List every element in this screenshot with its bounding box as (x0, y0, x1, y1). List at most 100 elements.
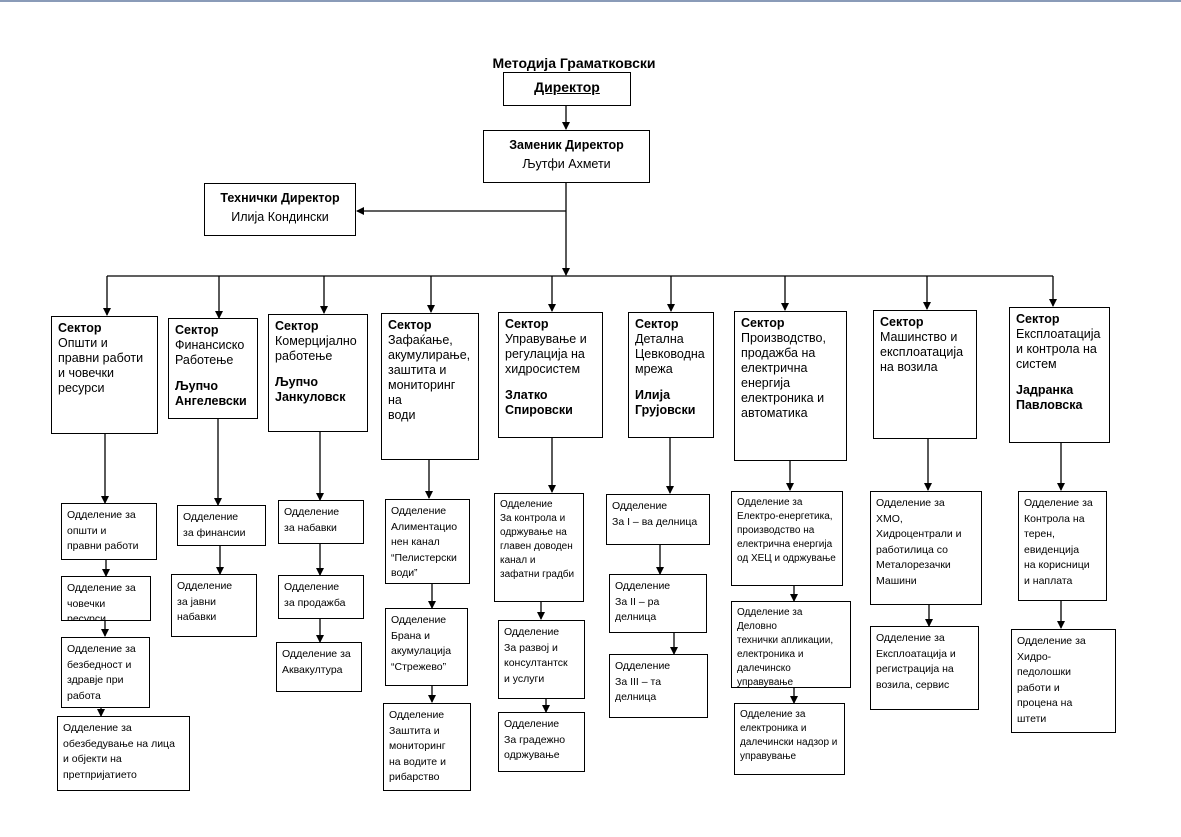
dept-line: Одделение за (282, 648, 351, 660)
dept-line: акумулација (391, 645, 452, 657)
dept-line: Одделение (615, 660, 671, 672)
sector-line: Детална (635, 332, 684, 346)
sector-label: Сектор (741, 316, 785, 330)
dept-line: регистрација на (876, 663, 954, 675)
dept-line: За развој и (504, 641, 558, 654)
dept-line: за финансии (183, 526, 246, 539)
dept-construction-maintenance: Одделение За градежно одржување (498, 712, 585, 772)
dept-line: електроника и (737, 649, 804, 660)
sector-manager: Јанкуловск (275, 390, 346, 404)
sector-line: електроника и (741, 391, 825, 405)
sector-hydrosystem: Сектор Управување и регулација на хидрос… (498, 312, 603, 438)
dept-line: општи и (67, 524, 107, 537)
dept-line: Контрола на (1024, 512, 1085, 525)
dept-line: управување (740, 751, 797, 762)
dept-line: Одделение за (1024, 497, 1093, 509)
sector-line: заштита и (388, 363, 447, 377)
dept-line: Заштита и (389, 724, 440, 737)
dept-line: За контрола и (500, 513, 566, 524)
dept-line: Металорезачки (876, 559, 951, 571)
dept-line: Хидроцентрали и (876, 528, 962, 540)
sector-line: ресурси (58, 381, 105, 395)
dept-line: Одделение за Деловно (737, 607, 803, 632)
sector-label: Сектор (175, 323, 219, 337)
dept-line: штети (1017, 712, 1047, 725)
director-name: Методија Граматковски (492, 55, 656, 71)
dept-line: здравје при (67, 674, 124, 686)
sector-line: работење (275, 349, 333, 363)
dept-line: за јавни (177, 595, 216, 608)
dept-line: електроника и (740, 723, 807, 734)
dept-line: Одделение за (740, 709, 806, 720)
dept-line: Одделение за (1017, 635, 1086, 647)
dept-line: далечински надзор и (740, 737, 838, 748)
sector-manager: Илија (635, 388, 671, 402)
dept-line: зафатни градби (500, 569, 575, 580)
dept-finance: Одделение за финансии (177, 505, 266, 546)
dept-line: Брана и (391, 629, 430, 642)
dept-line: работилица со (876, 543, 948, 556)
dept-line: Одделение за (67, 643, 136, 655)
sector-line: Цевководна (635, 347, 705, 361)
sector-line: експлоатација (880, 345, 964, 359)
dept-general-legal: Одделение за општи и правни работи (61, 503, 157, 560)
sector-line: Експлоатација (1016, 327, 1101, 341)
sector-label: Сектор (635, 317, 679, 331)
dept-line: процена на (1017, 697, 1073, 709)
sector-manager: Љупчо (275, 375, 319, 389)
sector-line: Комерцијално (275, 334, 357, 348)
sector-line: води (388, 408, 416, 422)
dept-main-canal-maintenance: Одделение За контрола и одржување на гла… (494, 493, 584, 602)
dept-line: безбедност и (67, 658, 132, 671)
dept-vehicle-operation: Одделение за Експлоатација и регистрациј… (870, 626, 979, 710)
dept-line: Одделение (504, 718, 560, 730)
sector-line: Зафаќање, (388, 333, 453, 347)
technical-name: Илија Кондински (231, 210, 329, 224)
deputy-name: Љутфи Ахмети (522, 157, 611, 171)
dept-line: Одделение (284, 506, 340, 518)
dept-line: мониторинг (389, 740, 446, 752)
dept-line: консултантск (504, 657, 568, 669)
director-title: Директор (534, 79, 600, 95)
dept-line: Одделение (500, 499, 553, 510)
sector-power-production: Сектор Производство, продажба на електри… (734, 311, 847, 461)
dept-line: Електро-енергетика, (737, 511, 833, 522)
dept-section-2: Одделение За II – ра делница (609, 574, 707, 633)
dept-line: производство на (737, 525, 815, 536)
sector-line: Управување и (505, 332, 587, 346)
sector-label: Сектор (275, 319, 319, 333)
dept-line: Експлоатација и (876, 647, 956, 660)
sector-label: Сектор (388, 318, 432, 332)
sector-label: Сектор (58, 321, 102, 335)
dept-development-consulting: Одделение За развој и консултантск и усл… (498, 620, 585, 699)
dept-line: и наплата (1024, 574, 1073, 587)
dept-line: За I – ва делница (612, 515, 698, 528)
dept-security-persons-objects: Одделение за обезбедување на лица и обје… (57, 716, 190, 791)
dept-line: на водите и (389, 755, 446, 768)
dept-procurement: Одделение за набавки (278, 500, 364, 544)
sector-manager: Грујовски (635, 403, 696, 417)
dept-line: технички апликации, (737, 635, 834, 646)
dept-line: За III – та (615, 675, 662, 688)
dept-line: Одделение (389, 709, 445, 721)
dept-line: Одделение (391, 505, 447, 517)
sector-line: хидросистем (505, 362, 581, 376)
dept-line: далечинско (737, 663, 791, 674)
sector-line: автоматика (741, 406, 808, 420)
dept-line: од ХЕЦ и одржување (737, 553, 836, 564)
dept-section-3: Одделение За III – та делница (609, 654, 708, 718)
sector-line: Општи и (58, 336, 108, 350)
sector-manager: Ангелевски (175, 394, 247, 408)
dept-line: Одделение за (67, 582, 136, 594)
sector-line: мрежа (635, 362, 673, 376)
sector-commercial: Сектор Комерцијално работење Љупчо Јанку… (268, 314, 368, 432)
dept-line: нен канал (391, 536, 440, 548)
dept-line: одржување (504, 749, 560, 761)
dept-hmo-hydroplants: Одделение за ХМО, Хидроцентрали и работи… (870, 491, 982, 605)
sector-manager: Спировски (505, 403, 573, 417)
dept-safety-health: Одделение за безбедност и здравје при ра… (61, 637, 150, 708)
sector-manager: Јадранка (1016, 383, 1074, 397)
dept-line: Одделение за (876, 632, 945, 644)
dept-line: рибарство (389, 771, 440, 783)
